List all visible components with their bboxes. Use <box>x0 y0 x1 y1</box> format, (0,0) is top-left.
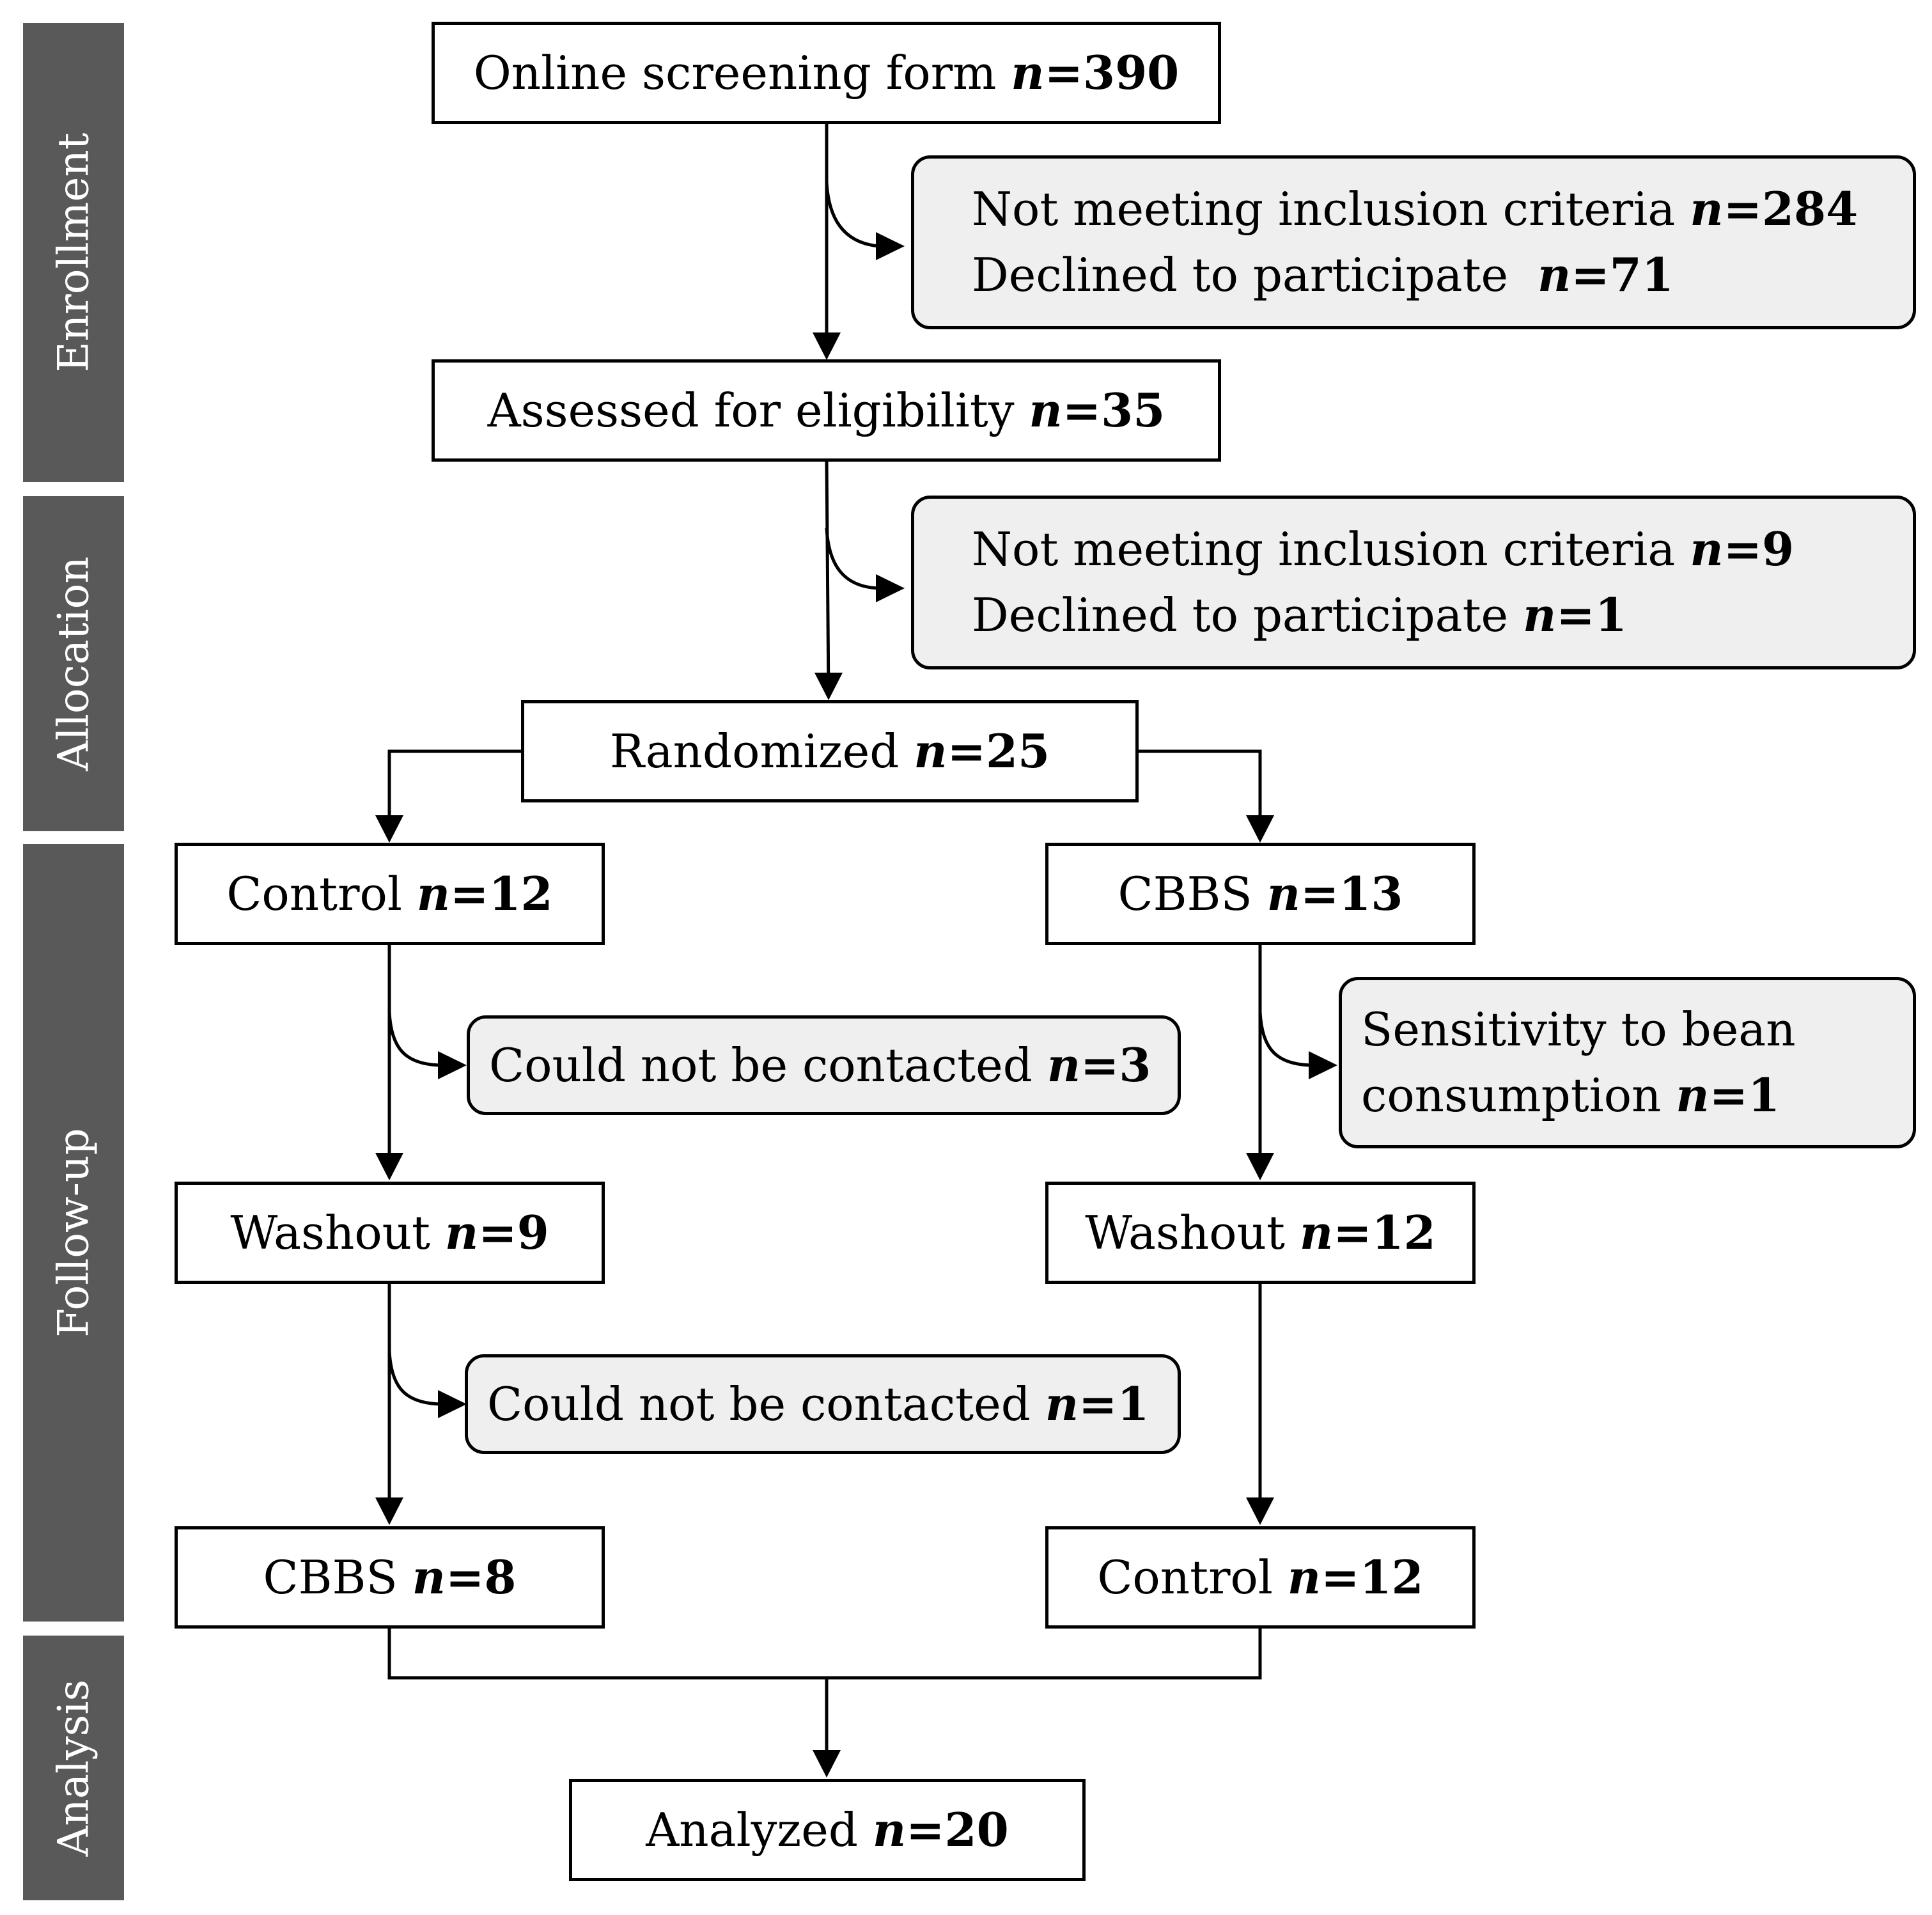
cbbs-arm-label: CBBS <box>1118 866 1252 921</box>
control-lost-2-text: Could not be contacted n=1 <box>487 1376 1149 1431</box>
control-arm-box: Control n=12 <box>175 843 605 945</box>
cbbs-lost-line-1: Sensitivity to bean <box>1361 1003 1796 1057</box>
screening-count: n=390 <box>1011 45 1180 100</box>
screening-box: Online screening form n=390 <box>432 22 1221 124</box>
washout-right-count: n=12 <box>1299 1205 1436 1260</box>
assessed-label: Assessed for eligibility <box>487 383 1015 437</box>
arrowhead-analyzed <box>813 1750 841 1778</box>
arrowhead-enroll-2 <box>876 574 905 602</box>
analyzed-label: Analyzed <box>646 1802 858 1857</box>
arrowhead-control-lost-1 <box>438 1051 467 1079</box>
randomized-box: Randomized n=25 <box>521 700 1139 802</box>
assessed-box: Assessed for eligibility n=35 <box>432 359 1221 462</box>
control-lost-1-text: Could not be contacted n=3 <box>489 1037 1151 1092</box>
washout-right-box: Washout n=12 <box>1045 1182 1476 1284</box>
arrowhead-cbbs-lost <box>1309 1051 1337 1079</box>
washout-left-count: n=9 <box>444 1205 549 1260</box>
arrowhead-washout-left <box>375 1153 403 1180</box>
branch-cbbs-1 <box>1258 1012 1313 1067</box>
phase-enrollment: Enrollment <box>23 23 124 482</box>
control-lost-box-1: Could not be contacted n=3 <box>467 1015 1181 1115</box>
control-arm-label: Control <box>226 866 402 921</box>
arrowhead-randomized <box>814 673 843 700</box>
screening-label: Online screening form <box>473 45 997 100</box>
control-arm-count: n=12 <box>416 866 553 921</box>
enrollment-exclusion-line-2: Declined to participate n=71 <box>972 247 1674 302</box>
arrowhead-cbbs <box>1246 815 1274 843</box>
merge-line <box>387 1629 1262 1680</box>
cbbs-arm-count: n=13 <box>1266 866 1403 921</box>
randomized-count: n=25 <box>914 723 1050 778</box>
phase-follow-up: Follow-up <box>23 844 124 1622</box>
arrowhead-cbbs-final <box>375 1497 403 1525</box>
control-final-count: n=12 <box>1287 1549 1424 1604</box>
branch-enroll-2 <box>825 528 880 590</box>
enrollment-exclusion-line-1: Not meeting inclusion criteria n=284 <box>972 182 1858 237</box>
cbbs-lost-line-2: consumption n=1 <box>1361 1068 1780 1122</box>
arrowhead-control-lost-2 <box>438 1390 467 1418</box>
arrowhead-washout-right <box>1246 1153 1274 1180</box>
randomized-label: Randomized <box>609 724 900 778</box>
arrowhead-assessed <box>813 332 841 360</box>
arrow-randomized-to-cbbs <box>1139 749 1262 827</box>
washout-left-label: Washout <box>230 1205 430 1260</box>
arrow-assessed-to-randomized <box>825 461 830 696</box>
arrow-randomized-to-control <box>387 749 521 827</box>
cbbs-lost-box: Sensitivity to bean consumption n=1 <box>1339 977 1916 1148</box>
arrowhead-control-final <box>1246 1497 1274 1525</box>
enrollment-exclusion-box: Not meeting inclusion criteria n=284 Dec… <box>911 155 1916 329</box>
washout-left-box: Washout n=9 <box>175 1182 605 1284</box>
control-lost-box-2: Could not be contacted n=1 <box>465 1354 1181 1454</box>
allocation-exclusion-box: Not meeting inclusion criteria n=9 Decli… <box>911 496 1916 669</box>
assessed-count: n=35 <box>1029 382 1165 437</box>
control-final-box: Control n=12 <box>1045 1526 1476 1629</box>
cbbs-arm-box: CBBS n=13 <box>1045 843 1476 945</box>
branch-control-1 <box>387 1012 442 1067</box>
cbbs-final-box: CBBS n=8 <box>175 1526 605 1629</box>
arrowhead-enroll-1 <box>876 232 905 260</box>
arrowhead-control <box>375 815 403 843</box>
phase-allocation: Allocation <box>23 496 124 831</box>
allocation-exclusion-line-1: Not meeting inclusion criteria n=9 <box>972 522 1795 577</box>
branch-enroll-1 <box>825 182 880 248</box>
washout-right-label: Washout <box>1085 1205 1285 1260</box>
control-final-label: Control <box>1097 1550 1273 1604</box>
cbbs-final-count: n=8 <box>412 1549 517 1604</box>
analyzed-box: Analyzed n=20 <box>569 1779 1086 1881</box>
phase-analysis: Analysis <box>23 1636 124 1900</box>
analyzed-count: n=20 <box>872 1802 1009 1857</box>
cbbs-final-label: CBBS <box>263 1550 398 1604</box>
allocation-exclusion-line-2: Declined to participate n=1 <box>972 588 1627 642</box>
branch-control-2 <box>387 1350 442 1406</box>
